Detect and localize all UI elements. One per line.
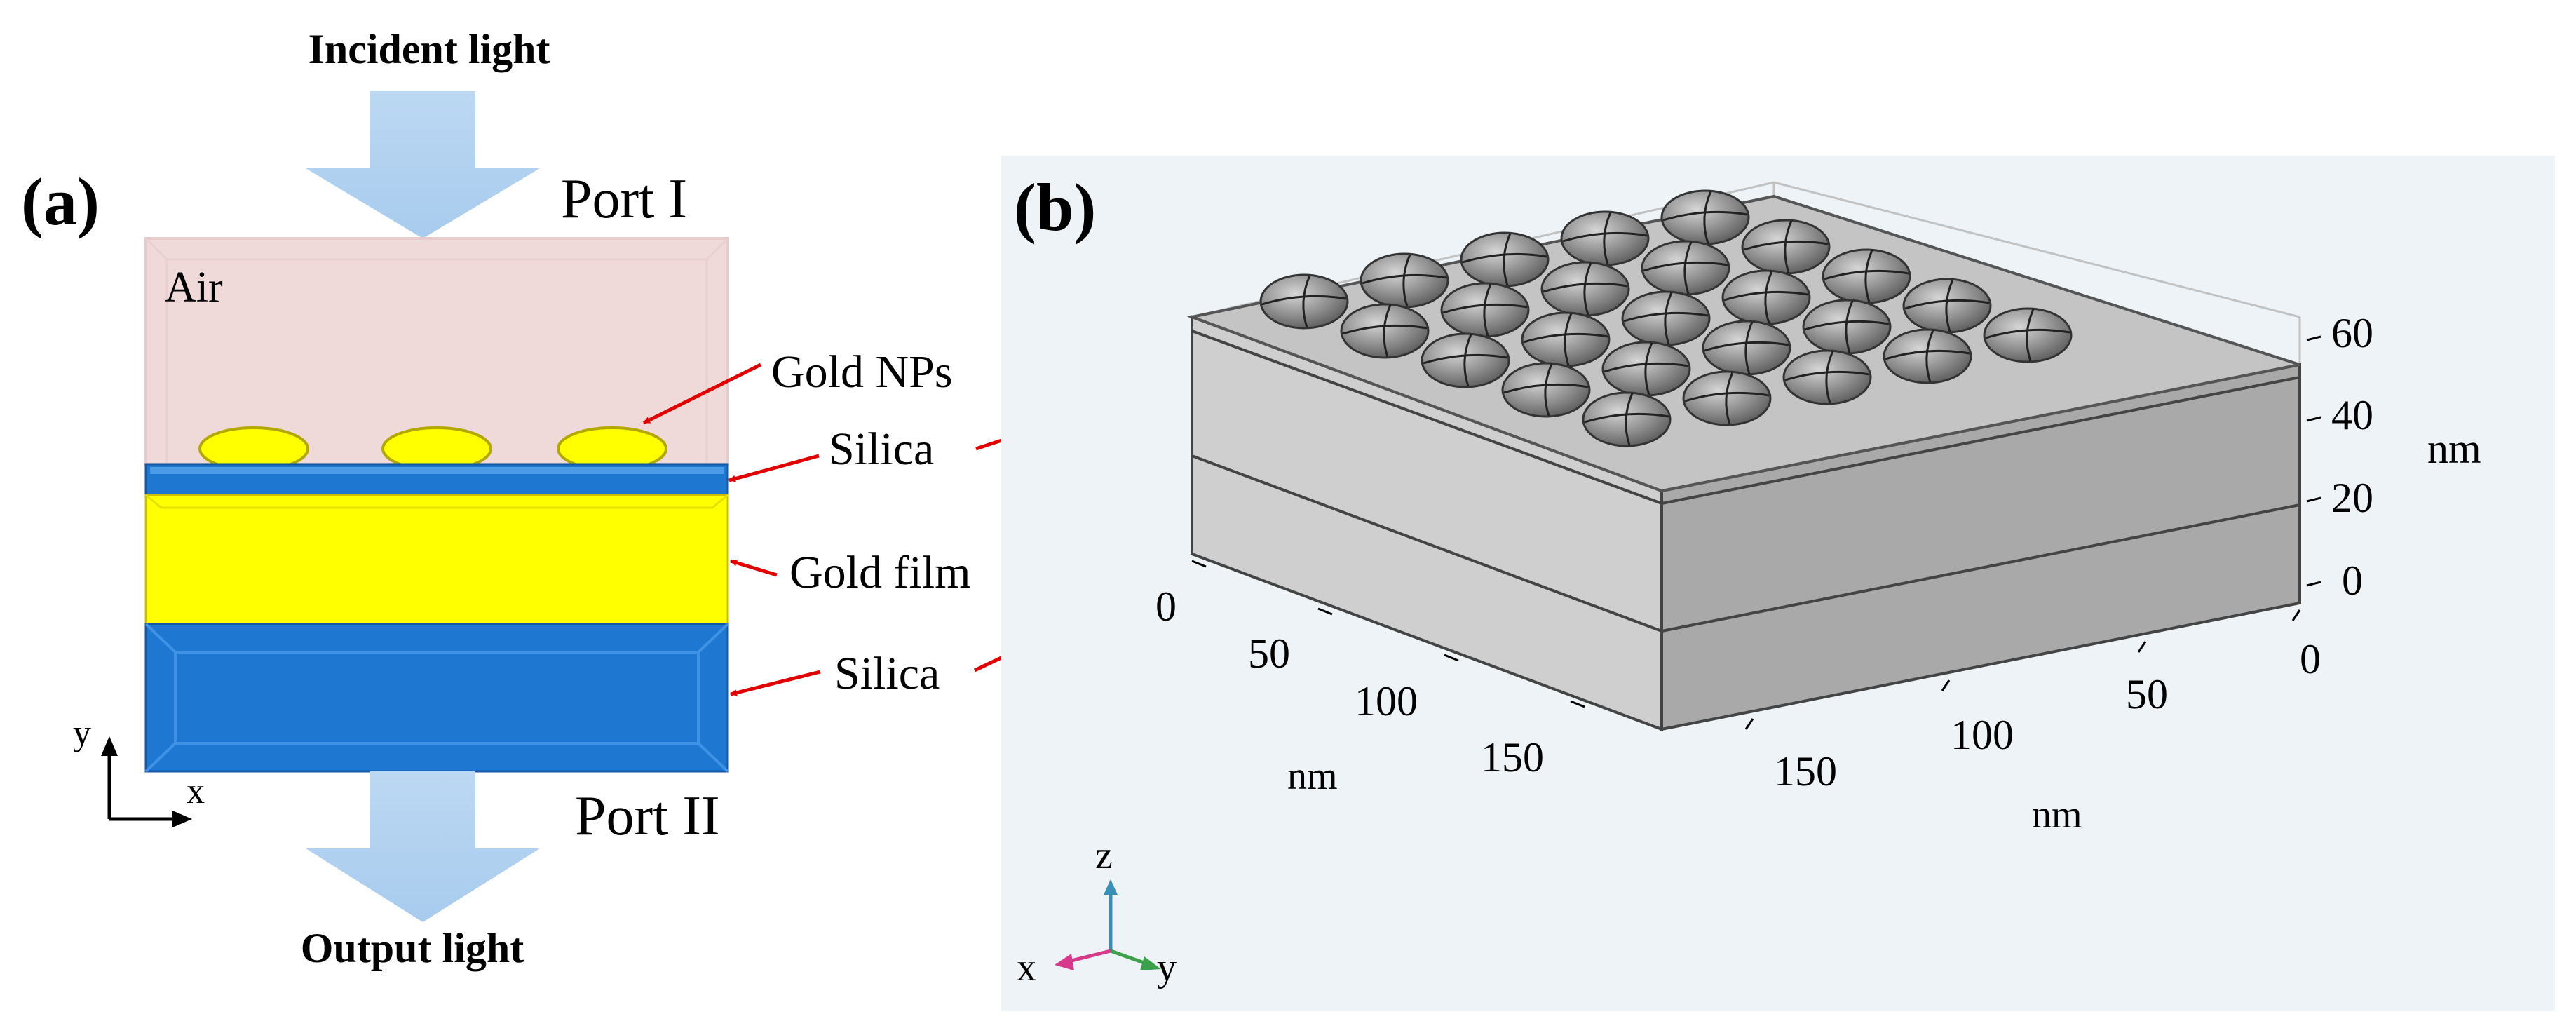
nanoparticle [1360, 252, 1449, 309]
z-tick-20: 20 [2331, 475, 2373, 521]
z-tick-0: 0 [2342, 557, 2363, 604]
silica-substrate-layer [144, 623, 729, 773]
left-tick-50: 50 [1248, 630, 1290, 677]
nanoparticle [1902, 278, 1992, 334]
nanoparticle [1741, 219, 1831, 275]
nanoparticle [1682, 370, 1772, 426]
gold-film-layer [144, 494, 729, 625]
nanoparticle-array [1259, 189, 2073, 447]
right-unit-label: nm [2032, 793, 2082, 837]
panel-b-label: (b) [1014, 170, 1096, 245]
nanoparticle [1421, 332, 1510, 388]
left-tick-0: 0 [1155, 583, 1177, 630]
silica-thin-highlight [150, 467, 724, 474]
nanoparticle [1883, 328, 1972, 384]
output-light-label: Output light [301, 925, 524, 971]
arrow-gold-nps-a [642, 363, 762, 425]
left-tick-150: 150 [1481, 734, 1544, 780]
port-ii-label: Port II [575, 785, 720, 847]
nanoparticle [1582, 391, 1672, 447]
axis-y-label: y [73, 713, 91, 753]
nanoparticle [1802, 299, 1892, 355]
nanoparticle [1560, 210, 1650, 266]
nanoparticle [1340, 303, 1430, 359]
incident-light-arrow [306, 91, 540, 238]
air-label: Air [165, 264, 223, 311]
triad-x-label: x [1017, 946, 1036, 989]
layer-boundary-right [1661, 503, 2300, 633]
triad-z-label: z [1095, 834, 1113, 877]
axis-x-label: x [187, 771, 205, 811]
arrow-gold-film-a [730, 559, 778, 577]
callout-silica-top: Silica [829, 424, 934, 475]
nanoparticle [1721, 269, 1811, 325]
nanoparticle [1702, 320, 1791, 376]
air-layer-bevel [144, 237, 729, 464]
arrow-silica-bottom-a [730, 670, 821, 696]
panel-a-label: (a) [21, 164, 100, 239]
silica-thin-line-left [1191, 330, 1662, 505]
z-tick-60: 60 [2331, 310, 2373, 356]
nanoparticle [1822, 248, 1911, 304]
right-tick-100: 100 [1951, 712, 2014, 758]
gold-film-bevel [145, 494, 728, 509]
nanoparticle [1460, 231, 1550, 288]
layer-boundary-left [1191, 454, 1662, 633]
right-axis [1744, 609, 2301, 730]
nanoparticle [1521, 311, 1611, 367]
left-tick-100: 100 [1355, 678, 1418, 724]
orientation-triad: z x y [1017, 834, 1177, 989]
z-unit-label: nm [2427, 426, 2481, 472]
silica-thin-line-right [1661, 376, 2300, 505]
incident-light-label: Incident light [308, 26, 550, 72]
callout-gold-film: Gold film [789, 547, 971, 598]
right-tick-150: 150 [1774, 748, 1837, 794]
right-tick-50: 50 [2126, 671, 2168, 717]
output-light-arrow [306, 771, 540, 922]
left-unit-label: nm [1287, 755, 1338, 798]
right-tick-0: 0 [2300, 636, 2321, 682]
nanoparticle [1601, 341, 1691, 397]
nanoparticle [1621, 290, 1711, 346]
nanoparticle [1641, 240, 1730, 296]
z-axis: 60 40 20 0 nm [2306, 310, 2481, 604]
nanoparticle [1660, 189, 1750, 245]
silica-substrate-bevel [144, 623, 729, 773]
triad-y-label: y [1157, 946, 1177, 989]
callout-silica-bottom: Silica [834, 648, 940, 699]
panel-b: (b) 60 40 20 [1001, 156, 2555, 1011]
nanoparticle [1983, 307, 2073, 363]
nanoparticle [1540, 261, 1630, 317]
callout-gold-nps: Gold NPs [771, 346, 953, 398]
panel-a: (a) Incident light Port I Air Output lig… [21, 26, 1284, 971]
left-axis [1191, 560, 1585, 708]
nanoparticle [1440, 282, 1530, 338]
port-i-label: Port I [561, 168, 687, 230]
nanoparticle [1259, 273, 1349, 330]
xy-axes: y x [73, 713, 205, 827]
nanoparticle [1501, 362, 1591, 418]
nanoparticle [1782, 349, 1872, 405]
z-tick-40: 40 [2331, 392, 2373, 438]
arrow-silica-top-a [728, 454, 820, 482]
